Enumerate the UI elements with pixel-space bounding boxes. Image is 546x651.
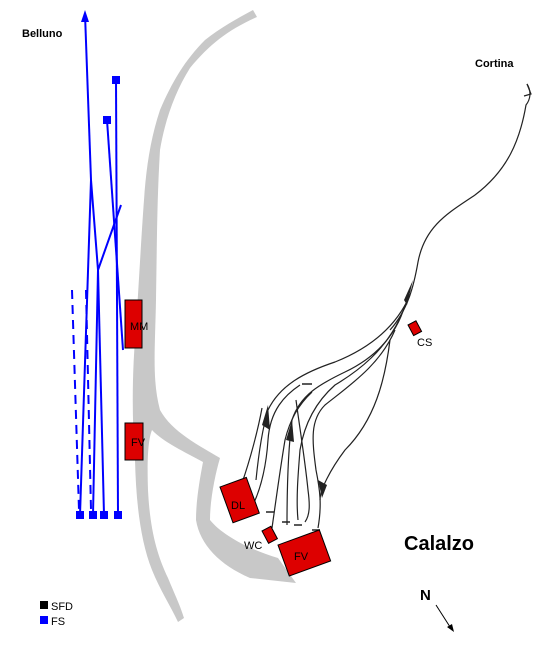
building-dl [219, 476, 260, 524]
fs-buffer-stop [114, 511, 122, 519]
building-wc [261, 525, 279, 545]
fs-buffer-stop [76, 511, 84, 519]
fs-track-1 [79, 179, 92, 516]
sfd-track [241, 407, 263, 484]
fs-buffer-stop [103, 116, 111, 124]
fs-buffer-stop [89, 511, 97, 519]
fs-direction-arrow [81, 10, 89, 22]
north-label: N [420, 587, 431, 604]
sfd-track [271, 391, 313, 529]
fs-track-4 [97, 269, 105, 516]
fs-buffer-stop [100, 511, 108, 519]
fs-siding-2 [115, 79, 119, 516]
sfd-switch [404, 280, 413, 305]
sfd-track [286, 304, 406, 526]
fs-buffer-stop [112, 76, 120, 84]
fs-siding-1 [106, 119, 124, 351]
fs-track-3 [92, 269, 99, 516]
sfd-buffers [266, 383, 320, 531]
legend-swatch-sfd [40, 601, 48, 609]
building-fv-sfd [277, 529, 332, 577]
fs-dashed-track-1 [71, 289, 80, 511]
buildings [124, 299, 423, 577]
building-wc-label: WC [244, 540, 262, 552]
building-cs [407, 320, 423, 337]
building-fv-fs [124, 422, 144, 461]
north-arrow-head-icon [447, 624, 454, 632]
building-fv-fs-label: FV [131, 437, 146, 449]
north-arrow: N [420, 587, 454, 632]
sfd-track [295, 399, 310, 523]
place-calalzo: Calalzo [404, 533, 474, 555]
sfd-main-line [389, 83, 531, 331]
legend-label-fs: FS [51, 616, 65, 628]
place-belluno: Belluno [22, 28, 63, 40]
place-cortina: Cortina [475, 58, 514, 70]
building-cs-label: CS [417, 337, 432, 349]
sfd-track [312, 329, 396, 529]
fs-tracks [79, 10, 124, 516]
fs-dashed-tracks [71, 289, 92, 511]
fs-buffers [76, 76, 122, 519]
fs-main-track [84, 13, 92, 181]
sfd-switch [286, 420, 294, 442]
sfd-track [252, 384, 301, 506]
sfd-track [255, 294, 411, 481]
building-fv-sfd-label: FV [294, 551, 309, 563]
sfd-switch [262, 405, 270, 430]
fs-dashed-track-2 [85, 289, 92, 511]
sfd-switches [262, 280, 413, 498]
legend: SFD FS [40, 601, 73, 628]
building-dl-label: DL [231, 500, 245, 512]
building-mm-label: MM [130, 321, 148, 333]
fs-track-2 [90, 179, 99, 271]
legend-label-sfd: SFD [51, 601, 73, 613]
building-mm [124, 299, 143, 349]
sfd-end-arrow [523, 83, 532, 97]
river [132, 10, 296, 622]
sfd-switch [318, 480, 327, 498]
legend-swatch-fs [40, 616, 48, 624]
sfd-tracks [241, 83, 532, 529]
sfd-track [296, 317, 401, 521]
